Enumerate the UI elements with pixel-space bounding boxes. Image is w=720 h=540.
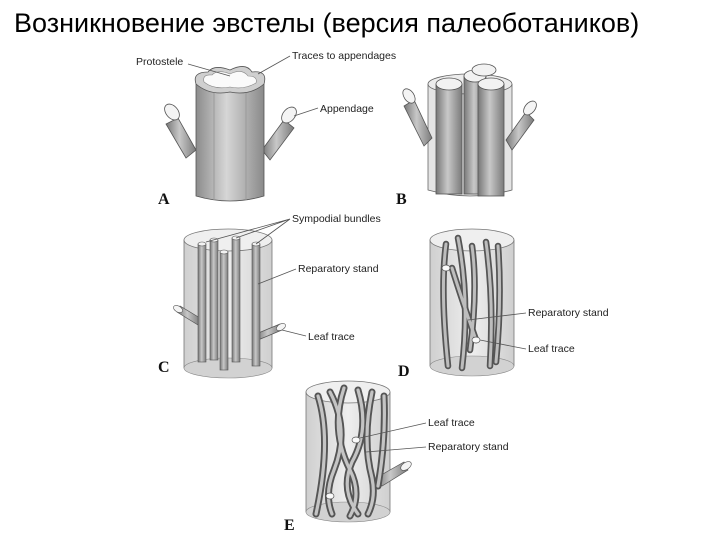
panel-c: C Sympodial bundles Reparatory stand Lea… [158, 213, 381, 379]
label-reparatory-stand-d: Reparatory stand [528, 307, 609, 319]
panel-a-letter: A [158, 191, 170, 208]
panel-b: B [396, 63, 537, 208]
label-reparatory-stand-c: Reparatory stand [298, 263, 379, 275]
panel-c-letter: C [158, 359, 170, 376]
label-leaf-trace-c: Leaf trace [308, 331, 355, 343]
slide-title: Возникновение эвстелы (версия палеоботан… [14, 8, 640, 38]
panel-d-letter: D [398, 363, 410, 380]
panel-b-letter: B [396, 191, 407, 208]
panel-a: A Protostele Traces to appendages Append… [136, 50, 396, 208]
panel-d: D Reparatory stand Leaf trace [398, 228, 609, 380]
panel-e-letter: E [284, 517, 295, 534]
label-traces-to-appendages: Traces to appendages [292, 50, 396, 62]
label-leaf-trace-d: Leaf trace [528, 343, 575, 355]
label-leaf-trace-e: Leaf trace [428, 417, 475, 429]
label-reparatory-stand-e: Reparatory stand [428, 441, 509, 453]
label-appendage: Appendage [320, 103, 374, 115]
label-protostele: Protostele [136, 56, 183, 68]
panel-e: E Leaf trace Reparatory stand [284, 380, 509, 534]
label-sympodial-bundles: Sympodial bundles [292, 213, 381, 225]
